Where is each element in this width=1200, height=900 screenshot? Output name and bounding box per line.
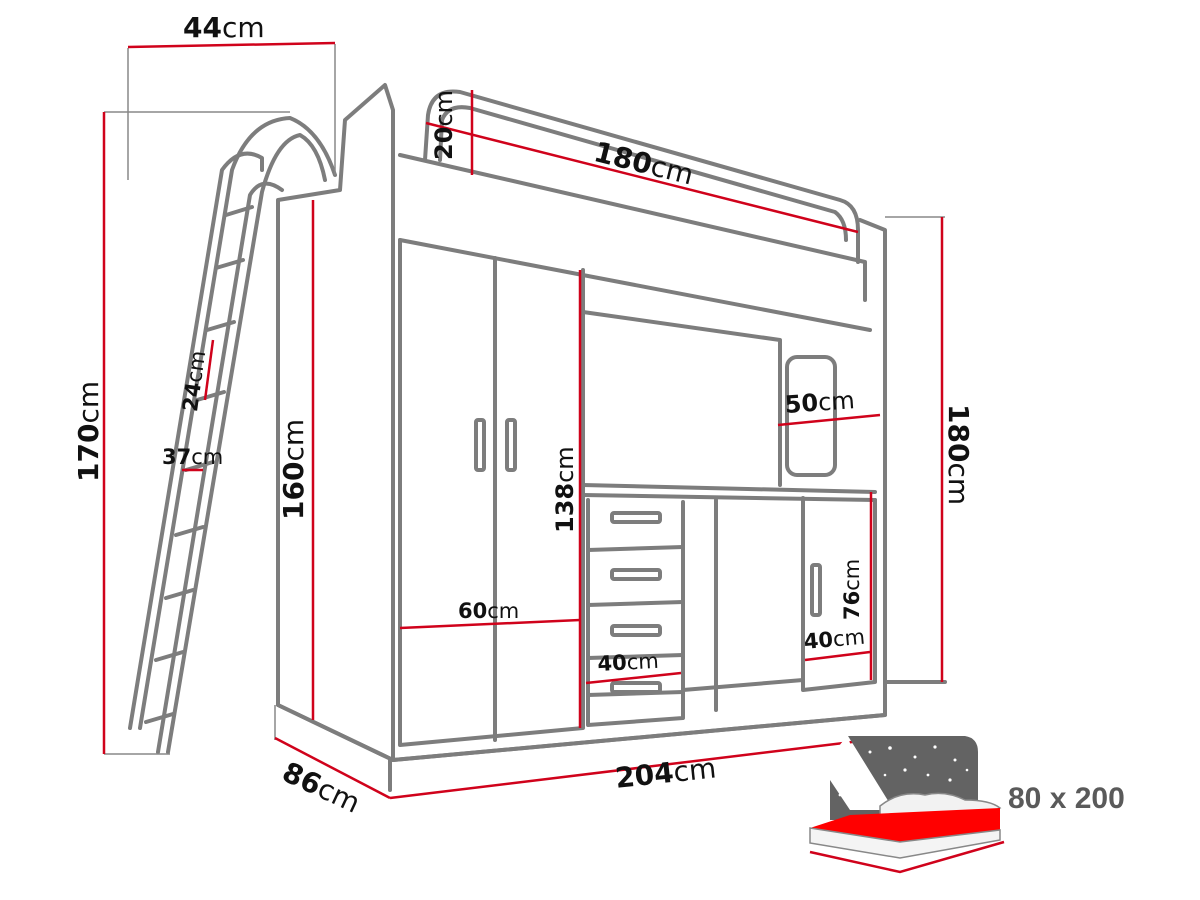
mattress-size-label: 80 x 200 xyxy=(1008,782,1125,815)
dim-ladder-depth: 44cm xyxy=(183,11,265,44)
dim-desk-height: 76cm xyxy=(840,558,864,620)
dim-wardrobe-width: 60cm xyxy=(458,599,520,623)
bed-mattress-icon xyxy=(809,736,1005,874)
dim-shelf-width: 50cm xyxy=(783,386,856,419)
dim-wardrobe-height: 138cm xyxy=(551,446,579,533)
shelf-opening xyxy=(785,355,837,477)
desk-top xyxy=(581,483,877,494)
drawer-unit xyxy=(586,498,685,727)
dim-total-height: 180cm xyxy=(942,404,975,506)
dim-ladder-width: 37cm xyxy=(162,445,224,469)
dim-drawer-width: 40cm xyxy=(596,648,660,676)
safety-rail xyxy=(423,89,860,264)
dim-rail-height: 20cm xyxy=(430,90,458,160)
dim-cabinet-width: 40cm xyxy=(802,624,866,654)
dim-under-bed-height: 160cm xyxy=(277,418,310,520)
wardrobe xyxy=(398,238,585,747)
dim-ladder-height: 170cm xyxy=(72,380,105,482)
dimension-lines xyxy=(102,41,944,800)
ladder xyxy=(128,116,337,754)
